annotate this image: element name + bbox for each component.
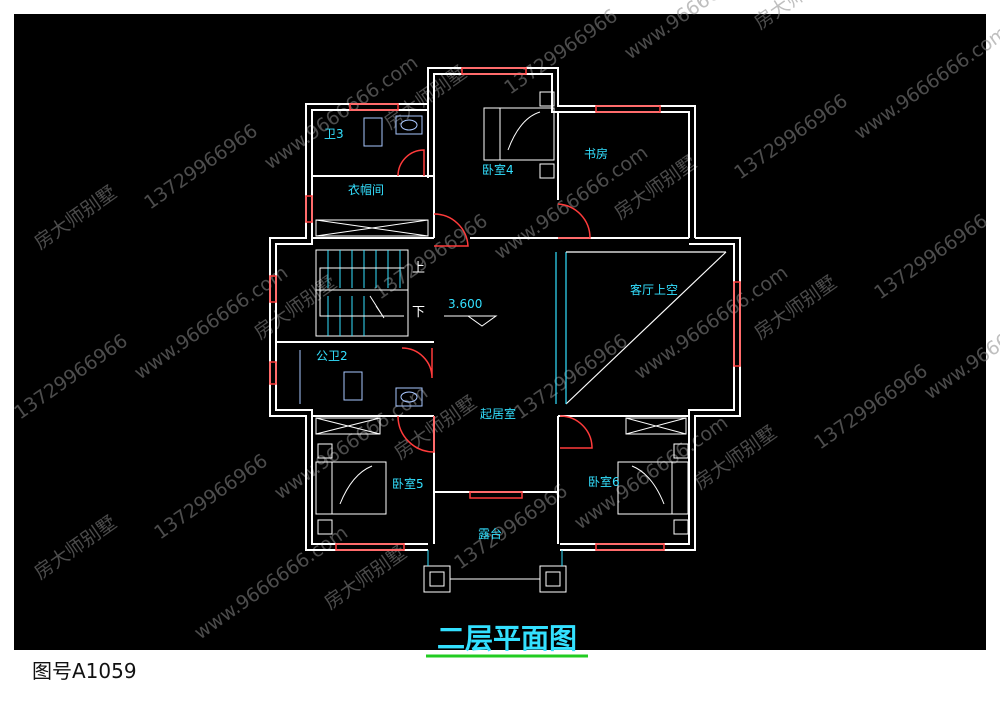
- elevation-label: 3.600: [448, 297, 482, 311]
- stair-break-mark: [369, 295, 385, 319]
- window-stair: [269, 275, 277, 303]
- bed-bedroom4: [483, 107, 555, 161]
- door-wc3: [397, 149, 425, 177]
- stair-treads-upper: [327, 250, 401, 288]
- door-bedroom6: [559, 415, 593, 449]
- bed-bedroom6: [617, 461, 689, 515]
- window-study: [595, 105, 661, 113]
- stair-down-label: 下: [412, 305, 425, 320]
- room-label-bedroom6: 卧室6: [588, 474, 620, 489]
- living-void-lines: [555, 251, 727, 405]
- stair-direction-arrow: [319, 267, 404, 317]
- bed-bedroom5: [315, 461, 387, 515]
- void-diagonal: [565, 251, 727, 405]
- room-label-bedroom5: 卧室5: [392, 476, 424, 491]
- toilet-wc3: [363, 117, 383, 147]
- toilet-wc2: [343, 371, 363, 401]
- windows: [269, 67, 741, 551]
- elevation-marker: [444, 315, 498, 327]
- room-label-terrace: 露台: [478, 526, 502, 541]
- window-terrace-door: [469, 491, 523, 499]
- window-wc3: [349, 103, 399, 111]
- stair-outline: [315, 249, 409, 337]
- room-label-study: 书房: [584, 146, 608, 161]
- stairs: [315, 249, 409, 337]
- room-label-closet: 衣帽间: [348, 182, 384, 197]
- sink-wc3: [395, 115, 423, 135]
- wall-west: [269, 103, 428, 551]
- door-wc2: [401, 347, 433, 379]
- furniture: [299, 91, 689, 593]
- nightstand-bedroom6-a: [673, 443, 689, 459]
- drawing-title: 二层平面图: [437, 622, 577, 655]
- wall-north: [427, 67, 696, 238]
- room-label-bedroom4: 卧室4: [482, 162, 514, 177]
- wardrobe-bedroom5: [315, 417, 381, 435]
- room-label-public-wc2: 公卫2: [316, 349, 348, 363]
- window-closet: [305, 195, 313, 223]
- drawing-code: 图号A1059: [32, 659, 137, 683]
- room-label-living-void: 客厅上空: [630, 282, 678, 297]
- nightstand-bedroom5-a: [317, 443, 333, 459]
- wall-north-inner: [433, 73, 690, 238]
- door-closet: [433, 213, 469, 247]
- room-label-wc3: 卫3: [324, 127, 344, 141]
- window-bedroom6: [595, 543, 665, 551]
- sink-wc2: [395, 387, 423, 407]
- window-living-void: [733, 281, 741, 367]
- room-label-family-room: 起居室: [480, 406, 516, 421]
- nightstand-bedroom6-b: [673, 519, 689, 535]
- window-bedroom5: [335, 543, 405, 551]
- wardrobe-closet: [315, 219, 429, 237]
- wall-west-inner: [275, 109, 428, 545]
- wall-east: [560, 237, 741, 551]
- window-bedroom4: [461, 67, 527, 75]
- nightstand-bedroom4-b: [539, 163, 555, 179]
- door-bedroom5: [397, 415, 435, 453]
- wall-east-inner: [560, 243, 735, 545]
- nightstand-bedroom5-b: [317, 519, 333, 535]
- stair-up-label: 上: [412, 261, 425, 276]
- door-study: [557, 203, 591, 239]
- doors: [397, 149, 593, 453]
- wardrobe-bedroom6: [625, 417, 687, 435]
- window-wc2: [269, 361, 277, 385]
- nightstand-bedroom4-a: [539, 91, 555, 107]
